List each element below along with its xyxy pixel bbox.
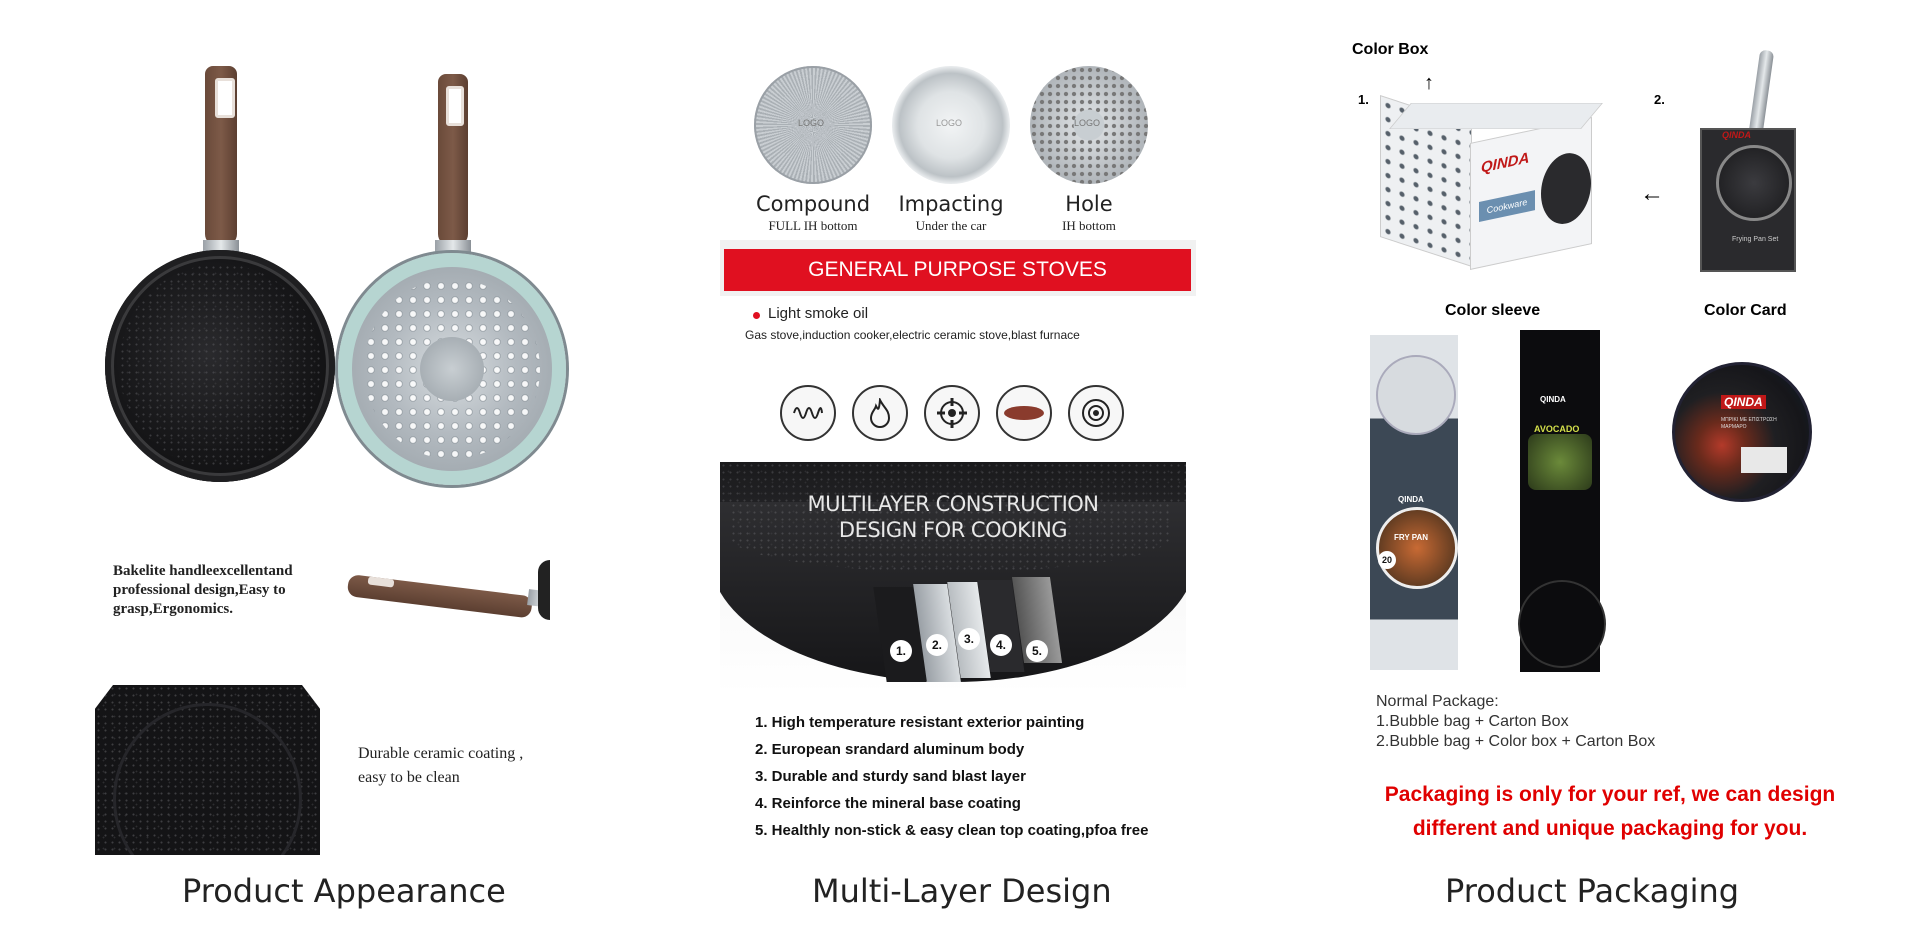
normal-package-option-1: 1.Bubble bag + Carton Box: [1376, 713, 1569, 730]
bottom-disc-impacting: LOGO: [892, 66, 1010, 184]
bottom-sub-compound: FULL IH bottom: [768, 218, 858, 233]
disc-logo: LOGO: [936, 118, 963, 128]
bottom-disc-compound: LOGO: [754, 66, 872, 184]
disc-logo: LOGO: [798, 118, 825, 128]
sleeve-1-size: 20: [1378, 551, 1396, 569]
layer-number-3: 3.: [958, 628, 980, 650]
bottom-sub-hole: IH bottom: [1062, 218, 1116, 233]
sleeve-2-text: AVOCADO: [1534, 424, 1580, 434]
bottom-disc-hole: LOGO: [1030, 66, 1148, 184]
normal-package-title: Normal Package:: [1376, 693, 1499, 710]
disc-logo: LOGO: [1074, 118, 1101, 128]
color-sleeve-1: QINDA FRY PAN 20: [1370, 335, 1458, 670]
layer-item-3: 3. Durable and sturdy sand blast layer: [755, 768, 1026, 785]
multilayer-title-1: MULTILAYER CONSTRUCTION: [807, 492, 1099, 516]
induction-coil-icon: [780, 385, 836, 441]
normal-package-option-2: 2.Bubble bag + Color box + Carton Box: [1376, 733, 1656, 750]
arrow-up-icon: ↑: [1424, 72, 1434, 94]
layer-item-1: 1. High temperature resistant exterior p…: [755, 714, 1085, 731]
pan-2-handle-hole: [446, 86, 464, 126]
layer-number-5: 5.: [1026, 640, 1048, 662]
pan-1-handle-hole: [215, 78, 235, 118]
color-card-title: Color Card: [1704, 302, 1787, 319]
coating-description-line-2: easy to be clean: [358, 769, 460, 786]
blast-furnace-icon: [1068, 385, 1124, 441]
card-brand: QINDA: [1721, 395, 1766, 409]
box-label: Cookware: [1479, 190, 1535, 223]
sleeve-2-brand: QINDA: [1540, 395, 1566, 404]
product-appearance-panel: Bakelite handleexcellentand professional…: [0, 0, 640, 947]
light-smoke-oil-text: Light smoke oil: [768, 305, 869, 322]
package-number-2: 2.: [1654, 92, 1665, 107]
ceramic-plate-icon: [996, 385, 1052, 441]
box-brand: QINDA: [1481, 149, 1530, 177]
sleeve-1-brand: QINDA: [1398, 495, 1424, 504]
layer-item-5: 5. Healthly non-stick & easy clean top c…: [755, 822, 1149, 839]
package-number-1: 1.: [1358, 92, 1369, 107]
pan-1-black-top: [105, 250, 335, 482]
sleeve-1-text: FRY PAN: [1394, 533, 1429, 542]
boxed-pan-text: Frying Pan Set: [1732, 236, 1779, 243]
handle-description: Bakelite handleexcellentand professional…: [113, 563, 293, 617]
bullet-dot: [753, 312, 760, 319]
packaging-note-line-2: different and unique packaging for you.: [1412, 817, 1808, 840]
color-card-image: QINDA ΜΠΡΙΚΙ ΜΕ ΕΠΙΣΤΡΩΣΗ ΜΑΡΜΑΡΟ: [1672, 362, 1812, 502]
boxed-pan-brand: QINDA: [1722, 130, 1751, 140]
layer-number-4: 4.: [990, 634, 1012, 656]
bottom-label-hole: Hole: [1065, 192, 1113, 216]
stoves-list-text: Gas stove,induction cooker,electric cera…: [745, 328, 1080, 342]
color-sleeve-2: QINDA AVOCADO: [1518, 330, 1606, 672]
coating-description-line-1: Durable ceramic coating ,: [358, 745, 524, 762]
color-box-image: QINDA Cookware: [1380, 90, 1603, 270]
bottom-sub-impacting: Under the car: [915, 218, 987, 233]
caption-product-appearance: Product Appearance: [182, 872, 506, 910]
layer-item-4: 4. Reinforce the mineral base coating: [755, 795, 1021, 812]
multi-layer-design-panel: LOGO LOGO LOGO Compound Impacting Hole F…: [640, 0, 1280, 947]
multilayer-construction-image: MULTILAYER CONSTRUCTION DESIGN FOR COOKI…: [720, 462, 1186, 694]
color-sleeve-title: Color sleeve: [1445, 302, 1541, 319]
card-text: ΜΠΡΙΚΙ ΜΕ ΕΠΙΣΤΡΩΣΗ ΜΑΡΜΑΡΟ: [1721, 417, 1777, 430]
product-packaging-panel: Color Box 1. 2. ↑ ← QINDA Cookware QINDA…: [1280, 0, 1920, 947]
handle-closeup: [346, 560, 550, 622]
layer-number-1: 1.: [890, 640, 912, 662]
gas-burner-icon: [924, 385, 980, 441]
layer-number-2: 2.: [926, 634, 948, 656]
pan-2-induction-bottom: [338, 253, 566, 485]
caption-multi-layer-design: Multi-Layer Design: [812, 872, 1112, 910]
boxed-pan-image: QINDA Frying Pan Set: [1692, 49, 1812, 272]
bottom-label-impacting: Impacting: [898, 192, 1004, 216]
flame-icon: [852, 385, 908, 441]
stoves-banner: GENERAL PURPOSE STOVES: [724, 249, 1191, 291]
color-box-title: Color Box: [1352, 41, 1429, 58]
multilayer-title-2: DESIGN FOR COOKING: [838, 518, 1068, 542]
arrow-left-icon: ←: [1640, 180, 1664, 207]
bottom-label-compound: Compound: [755, 192, 871, 216]
coating-closeup: [95, 685, 320, 855]
packaging-note-line-1: Packaging is only for your ref, we can d…: [1384, 783, 1836, 806]
caption-product-packaging: Product Packaging: [1445, 872, 1740, 910]
layer-item-2: 2. European srandard aluminum body: [755, 741, 1025, 758]
stoves-banner-text: GENERAL PURPOSE STOVES: [808, 258, 1107, 281]
